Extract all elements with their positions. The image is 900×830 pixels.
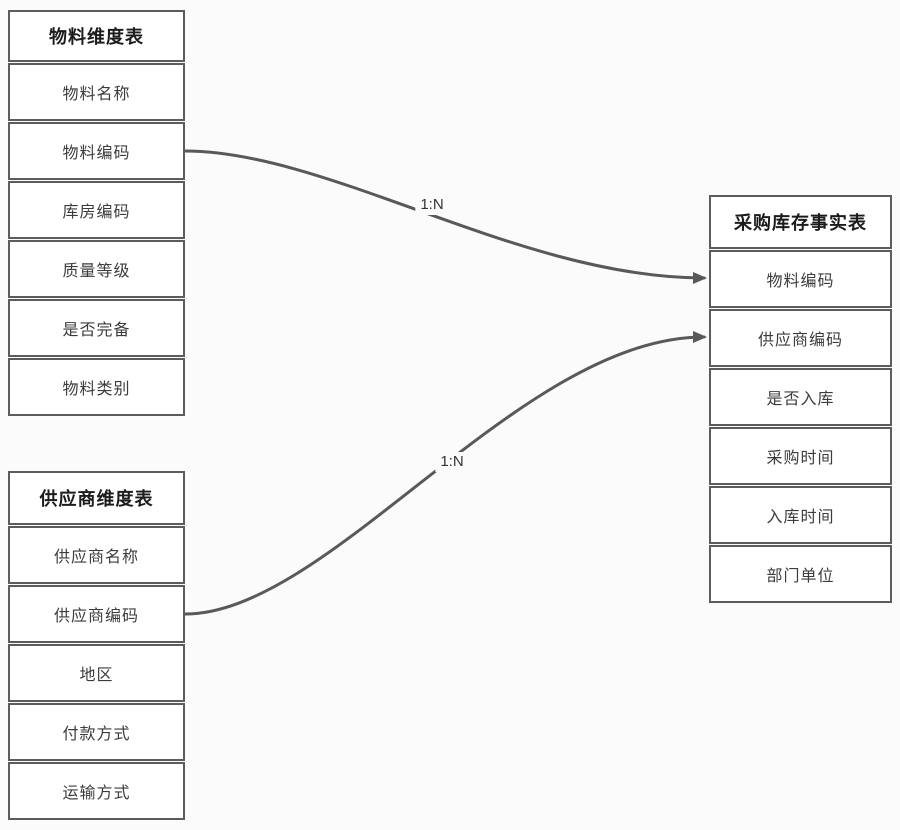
table-title: 物料维度表 xyxy=(8,10,185,62)
table-row: 供应商编码 xyxy=(709,309,892,367)
table-row: 供应商编码 xyxy=(8,585,185,643)
table-row: 供应商名称 xyxy=(8,526,185,584)
table-row: 物料编码 xyxy=(709,250,892,308)
relation-arrow-supplier-to-fact xyxy=(183,331,707,616)
table-row: 物料名称 xyxy=(8,63,185,121)
table-material-dimension: 物料维度表 物料名称 物料编码 库房编码 质量等级 是否完备 物料类别 xyxy=(8,10,185,417)
table-row: 部门单位 xyxy=(709,545,892,603)
table-row: 库房编码 xyxy=(8,181,185,239)
table-row: 运输方式 xyxy=(8,762,185,820)
relation-label-1n-material: 1:N xyxy=(415,195,449,215)
table-row: 采购时间 xyxy=(709,427,892,485)
table-title: 采购库存事实表 xyxy=(709,195,892,249)
table-row: 质量等级 xyxy=(8,240,185,298)
table-supplier-dimension: 供应商维度表 供应商名称 供应商编码 地区 付款方式 运输方式 xyxy=(8,471,185,821)
table-purchase-inventory-fact: 采购库存事实表 物料编码 供应商编码 是否入库 采购时间 入库时间 部门单位 xyxy=(709,195,892,604)
table-title: 供应商维度表 xyxy=(8,471,185,525)
table-row: 入库时间 xyxy=(709,486,892,544)
relation-label-1n-supplier: 1:N xyxy=(435,452,469,472)
table-row: 付款方式 xyxy=(8,703,185,761)
table-row: 是否完备 xyxy=(8,299,185,357)
table-row: 地区 xyxy=(8,644,185,702)
table-row: 物料编码 xyxy=(8,122,185,180)
table-row: 是否入库 xyxy=(709,368,892,426)
table-row: 物料类别 xyxy=(8,358,185,416)
